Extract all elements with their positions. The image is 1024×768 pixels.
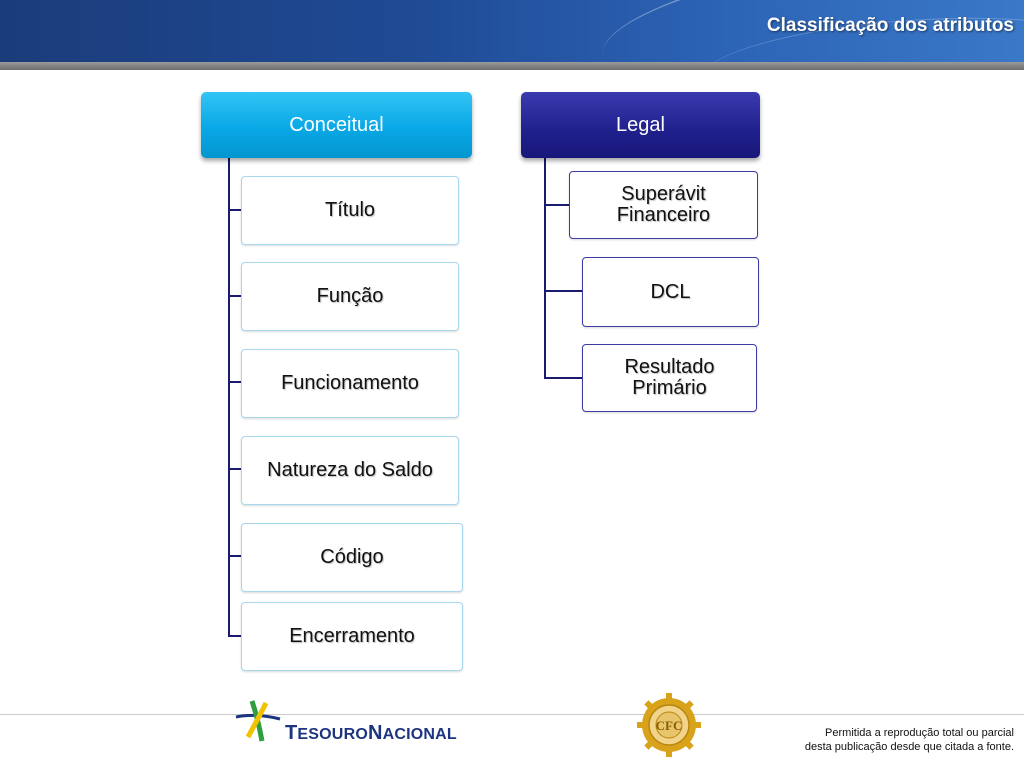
tesouro-nacional-wordmark: TESOURONACIONAL [285, 722, 457, 744]
conceitual-item-funcionamento: Funcionamento [241, 349, 459, 418]
connector-line [228, 158, 241, 637]
legal-item-superavit-financeiro: Superávit Financeiro [569, 171, 758, 239]
conceitual-item-encerramento: Encerramento [241, 602, 463, 671]
legal-header-box: Legal [521, 92, 760, 158]
legal-item-dcl: DCL [582, 257, 759, 327]
seal-text: CFC [656, 718, 683, 733]
tesouro-nacional-logo-icon [235, 700, 281, 742]
reproduction-notice: Permitida a reprodução total ou parcial … [805, 726, 1014, 754]
title-banner: Classificação dos atributos [0, 0, 1024, 62]
footer-divider [0, 714, 1024, 715]
connector-line [544, 158, 582, 379]
notice-line: Permitida a reprodução total ou parcial [825, 727, 1014, 739]
notice-line: desta publicação desde que citada a font… [804, 741, 1014, 753]
conceitual-item-natureza-do-saldo: Natureza do Saldo [241, 436, 459, 505]
header-divider [0, 62, 1024, 70]
conceitual-header-box: Conceitual [201, 92, 472, 158]
conceitual-item-titulo: Título [241, 176, 459, 245]
conceitual-item-codigo: Código [241, 523, 463, 592]
slide-title: Classificação dos atributos [766, 15, 1014, 36]
legal-item-resultado-primario: Resultado Primário [582, 344, 757, 412]
conceitual-item-funcao: Função [241, 262, 459, 331]
cfc-seal-icon: CFC [637, 693, 701, 757]
